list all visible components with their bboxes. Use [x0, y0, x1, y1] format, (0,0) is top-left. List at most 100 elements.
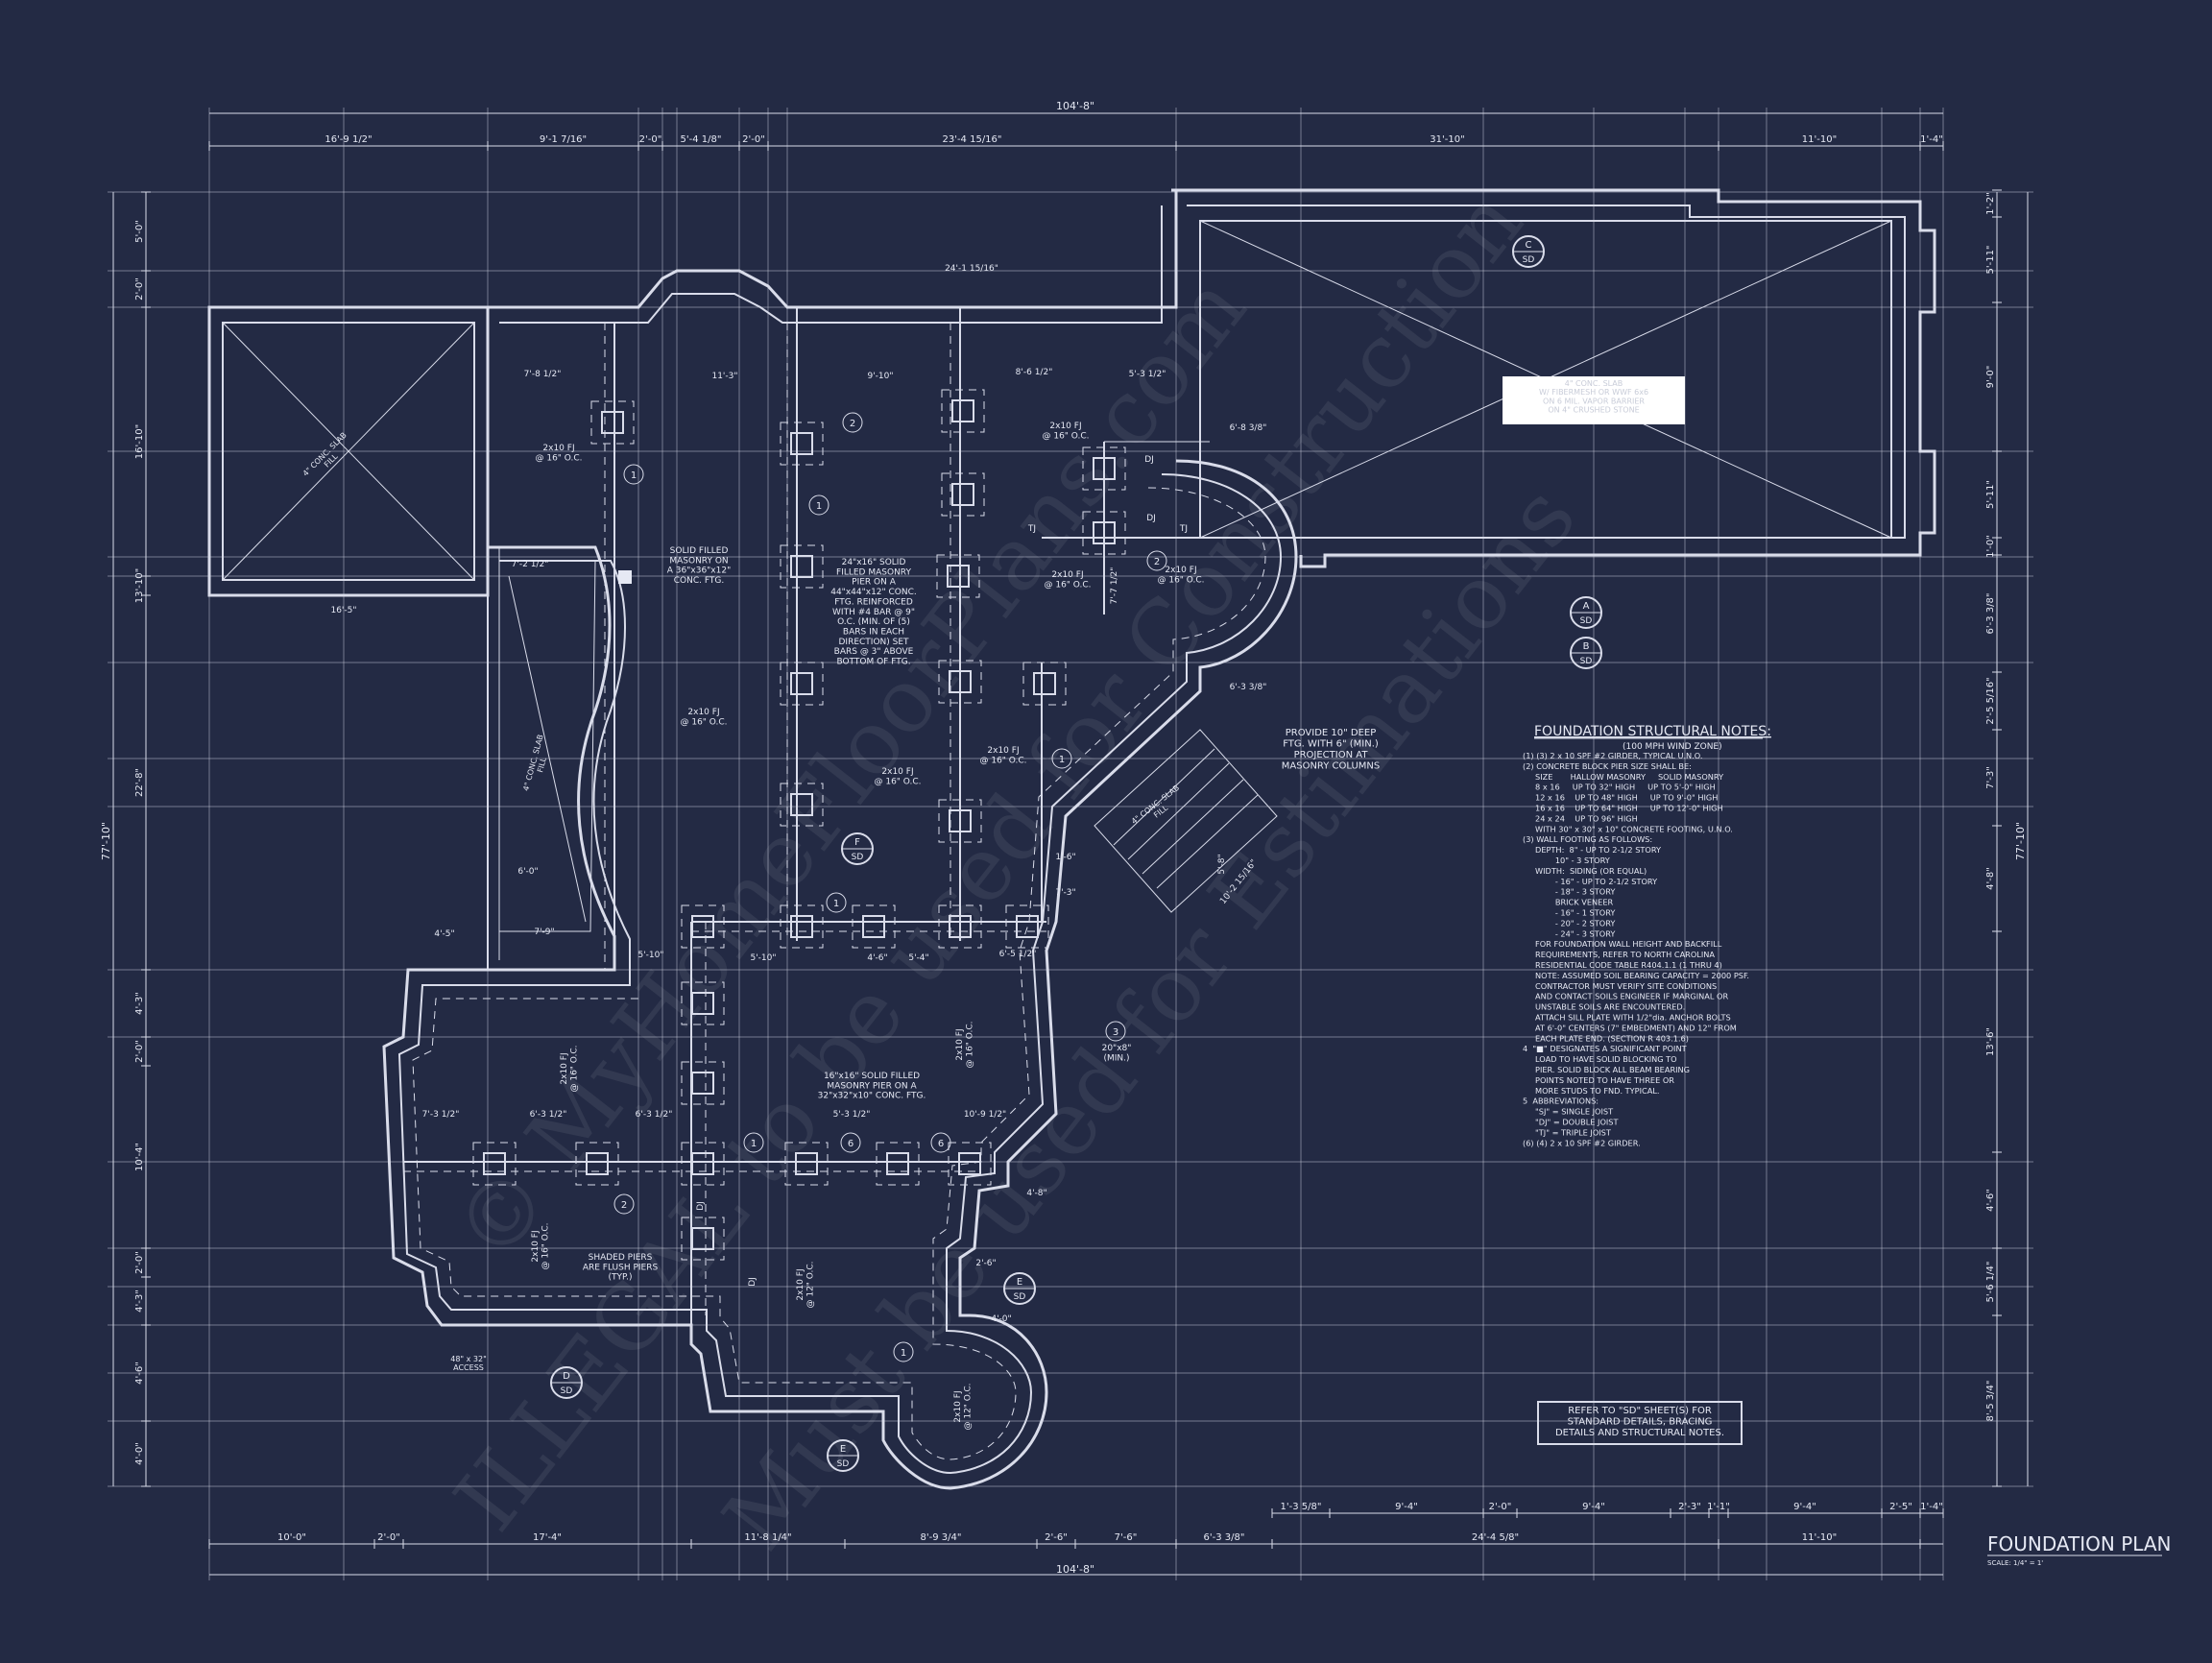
dimension-label: 8'-5 3/4" — [1985, 1381, 1996, 1422]
section-mark-sheet: SD — [561, 1386, 573, 1396]
point-load-marker — [618, 570, 632, 584]
interior-dimension: 7'-7 1/2" — [1110, 567, 1119, 605]
overall-dim-right: 77'-10" — [2014, 822, 2027, 860]
note-tag-number: 1 — [1059, 755, 1065, 765]
masonry-pier — [949, 809, 972, 832]
section-mark-sheet: SD — [852, 853, 864, 862]
pier-footing — [938, 904, 982, 949]
overall-dim-top: 104'-8" — [1056, 100, 1094, 112]
note-line: - 20" - 2 STORY — [1523, 918, 1616, 928]
interior-dimension: 6'-0" — [517, 867, 538, 877]
masonry-pier — [790, 915, 813, 938]
section-mark-letter: A — [1583, 601, 1590, 612]
dimension-label: 7'-6" — [1115, 1532, 1138, 1543]
pier-footing — [681, 1061, 725, 1105]
label-fj-16: 2x10 FJ@ 16" O.C. — [535, 444, 582, 463]
note-line: WITH 30" x 30" x 10" CONCRETE FOOTING, U… — [1523, 824, 1733, 833]
note-tag-number: 6 — [938, 1139, 944, 1149]
dimension-label: 13'-6" — [1985, 1027, 1996, 1056]
note-tag — [623, 464, 644, 485]
section-mark-sheet: SD — [1523, 255, 1535, 265]
overall-dim-bottom: 104'-8" — [1056, 1563, 1094, 1576]
note-line: CONTRACTOR MUST VERIFY SITE CONDITIONS — [1523, 981, 1717, 991]
masonry-pier — [790, 672, 813, 695]
interior-dimension: 7'-2 1/2" — [512, 560, 549, 569]
label-dj: DJ — [1144, 455, 1154, 465]
dimension-grid — [108, 108, 2033, 1580]
masonry-pier — [1033, 672, 1056, 695]
pier-footing — [1082, 511, 1126, 555]
dimension-label: 7'-3" — [1985, 766, 1996, 789]
note-tag — [840, 1132, 861, 1153]
interior-dimension: 8'-6 1/2" — [1016, 368, 1053, 377]
dimension-label: 9'-4" — [1395, 1502, 1418, 1512]
dimension-label: 2'-3" — [1678, 1502, 1701, 1512]
section-mark-sheet: SD — [1014, 1292, 1026, 1302]
pier-footing — [852, 904, 896, 949]
structural-notes: FOUNDATION STRUCTURAL NOTES: (100 MPH WI… — [1523, 724, 1771, 1147]
note-line: SIZE HALLOW MASONRY SOLID MASONRY — [1523, 772, 1724, 782]
note-line: 10" - 3 STORY — [1523, 856, 1611, 865]
section-mark-letter: C — [1526, 240, 1532, 251]
dimension-label: 4'-0" — [134, 1442, 145, 1465]
interior-dimension: 16'-5" — [330, 606, 356, 615]
masonry-pier — [795, 1152, 818, 1175]
note-line: ATTACH SILL PLATE WITH 1/2"dia. ANCHOR B… — [1523, 1013, 1731, 1023]
masonry-pier — [691, 1227, 714, 1250]
note-tag-number: 6 — [848, 1139, 854, 1149]
label-slab-fill: 4" CONC. SLABFILL — [521, 734, 553, 794]
section-mark-letter: F — [854, 837, 860, 848]
interior-dimension: 11'-3" — [711, 372, 737, 381]
note-line: UNSTABLE SOILS ARE ENCOUNTERED. — [1523, 1002, 1685, 1012]
interior-dimension: 5'-4" — [908, 953, 928, 963]
pier-footing — [780, 662, 824, 706]
interior-dimension: 4'-0" — [991, 1314, 1011, 1324]
dimension-label: 5'-11" — [1985, 245, 1996, 274]
note-line: 5 ABBREVIATIONS: — [1523, 1097, 1599, 1106]
dimension-label: 4'-6" — [1985, 1189, 1996, 1212]
dimension-label: 11'-8 1/4" — [744, 1532, 791, 1543]
section-mark-sheet: SD — [1580, 616, 1593, 626]
note-tag — [930, 1132, 951, 1153]
label-dj: DJ — [748, 1277, 757, 1287]
pier-footing — [575, 1142, 619, 1186]
note-line: 16 x 16 UP TO 64" HIGH UP TO 12'-0" HIGH — [1523, 804, 1723, 813]
note-tag-number: 3 — [1113, 1027, 1118, 1038]
note-line: REQUIREMENTS, REFER TO NORTH CAROLINA — [1523, 950, 1715, 959]
label-fj-16: 2x10 FJ@ 16" O.C. — [680, 708, 727, 727]
note-line: (1) (3) 2 x 10 SPF #2 GIRDER, TYPICAL U.… — [1523, 751, 1703, 760]
note-line: 8 x 16 UP TO 32" HIGH UP TO 5'-0" HIGH — [1523, 783, 1716, 792]
note-line: AT 6'-0" CENTERS (7" EMBEDMENT) AND 12" … — [1523, 1023, 1737, 1032]
dimension-label: 5'-6 1/4" — [1985, 1262, 1996, 1303]
dimension-label: 2'-0" — [639, 134, 662, 145]
note-tag — [808, 494, 830, 516]
section-mark-sheet: SD — [837, 1459, 850, 1469]
pier-footing — [681, 981, 725, 1025]
label-fj-12: 2x10 FJ@ 12" O.C. — [796, 1261, 815, 1308]
dimension-label: 6'-3 3/8" — [1985, 593, 1996, 635]
dimension-label: 10'-4" — [134, 1143, 145, 1171]
dimension-label: 11'-10" — [1802, 1532, 1837, 1543]
note-line: 12 x 16 UP TO 48" HIGH UP TO 9'-0" HIGH — [1523, 793, 1718, 803]
garage-slab-note-box — [1503, 376, 1685, 424]
dimension-label: 1'-4" — [1920, 1502, 1943, 1512]
notes-subheading: (100 MPH WIND ZONE) — [1623, 742, 1722, 752]
label-fj-12: 2x10 FJ@ 12" O.C. — [953, 1383, 973, 1430]
masonry-pier — [691, 915, 714, 938]
note-line: 24 x 24 UP TO 96" HIGH — [1523, 813, 1638, 823]
note-tag — [613, 1193, 635, 1215]
interior-dimension: 7'-8 1/2" — [524, 370, 562, 379]
dimension-label: 2'-0" — [134, 1251, 145, 1274]
note-line: - 16" - 1 STORY — [1523, 908, 1616, 918]
label-dj: DJ — [1146, 514, 1156, 523]
masonry-pier — [862, 915, 885, 938]
note-line: - 24" - 3 STORY — [1523, 928, 1616, 938]
dimension-label: 24'-4 5/8" — [1472, 1532, 1519, 1543]
masonry-pier — [691, 992, 714, 1015]
interior-dimension: 6'-3 3/8" — [1230, 683, 1267, 692]
label-slab-fill: 4" CONC. SLABFILL — [301, 431, 355, 485]
note-tag-number: 1 — [901, 1348, 906, 1359]
